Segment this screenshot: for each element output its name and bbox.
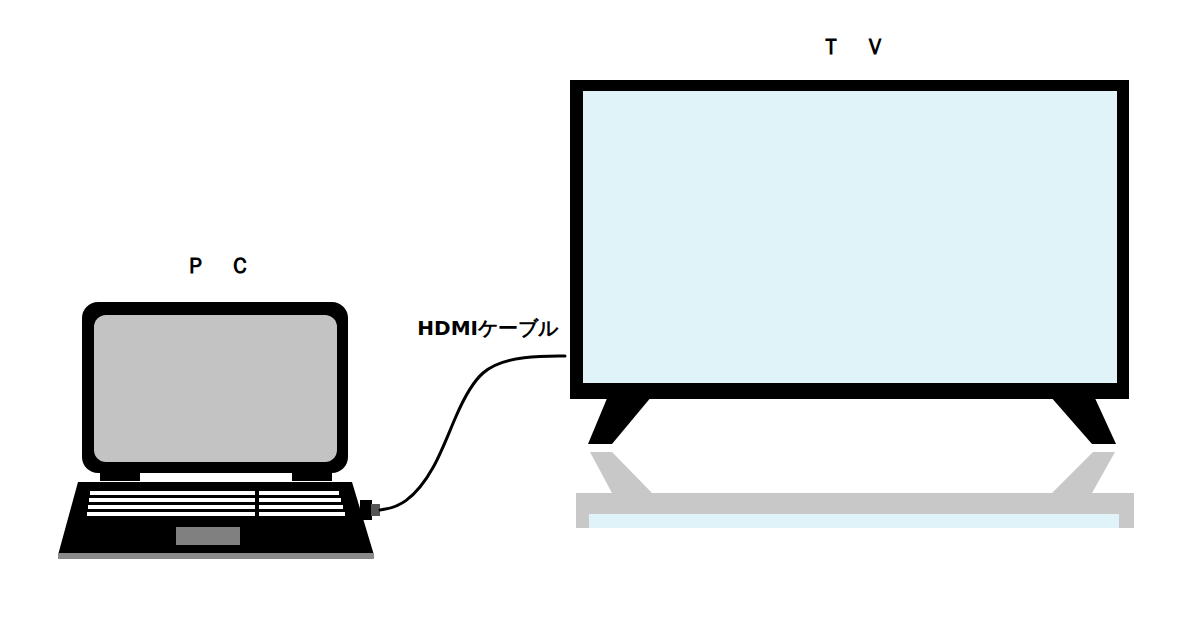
tv-set xyxy=(570,80,1129,444)
cable-label: HDMIケーブル xyxy=(415,315,560,342)
pc-node: Ｐ Ｃ xyxy=(55,245,380,565)
tv-reflection xyxy=(576,452,1134,528)
device-label: Ｐ Ｃ xyxy=(55,251,380,281)
laptop xyxy=(58,302,380,559)
device-label: Ｔ Ｖ xyxy=(565,32,1140,62)
hdmi-cable xyxy=(380,356,565,510)
tv-node: Ｔ Ｖ xyxy=(565,20,1140,530)
